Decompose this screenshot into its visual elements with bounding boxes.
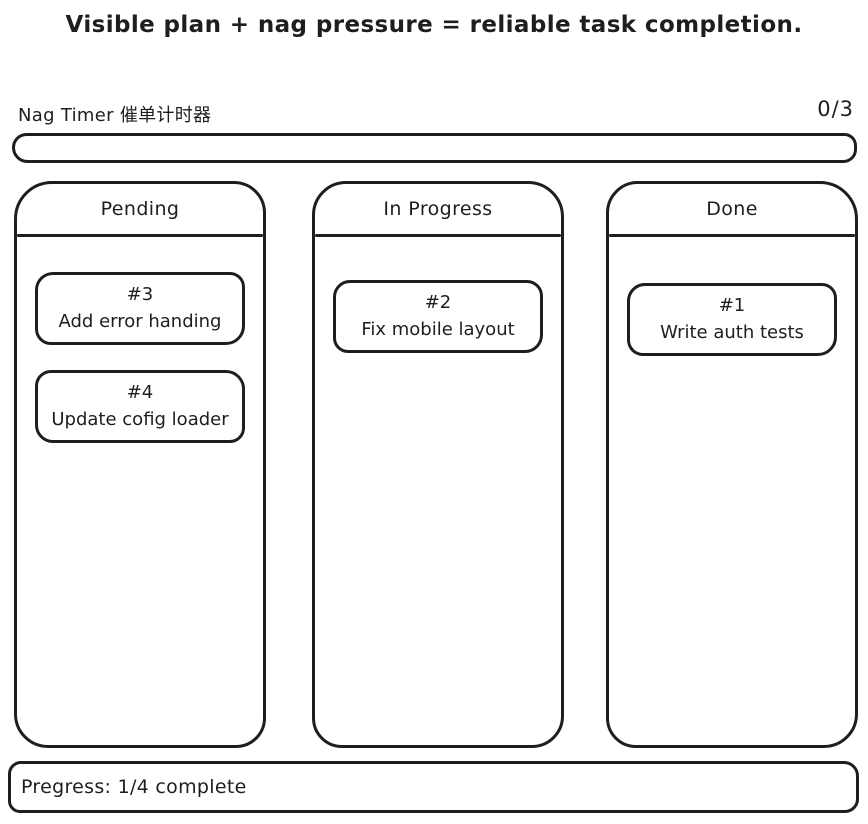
task-card-3[interactable]: #3 Add error handing: [35, 272, 245, 345]
column-body-done: #1 Write auth tests: [609, 237, 855, 356]
column-header-divider: [17, 234, 263, 237]
task-card-id: #2: [424, 292, 452, 314]
task-card-title: Update cofig loader: [51, 408, 229, 430]
progress-status-bar: Pregress: 1/4 complete: [8, 761, 859, 813]
task-card-id: #3: [126, 284, 154, 306]
task-card-id: #1: [718, 295, 746, 317]
column-body-pending: #3 Add error handing #4 Update cofig loa…: [17, 237, 263, 443]
task-card-title: Add error handing: [58, 310, 222, 332]
column-header-divider: [315, 234, 561, 237]
column-title-in-progress: In Progress: [383, 198, 493, 220]
kanban-column-pending: Pending #3 Add error handing #4 Update c…: [14, 181, 266, 748]
nag-timer-bar: [12, 133, 857, 163]
task-card-id: #4: [126, 382, 154, 404]
column-body-in-progress: #2 Fix mobile layout: [315, 237, 561, 353]
task-card-1[interactable]: #1 Write auth tests: [627, 283, 837, 356]
nag-timer-counter: 0/3: [817, 97, 854, 121]
progress-label: Pregress: 1/4 complete: [21, 776, 247, 798]
column-header-divider: [609, 234, 855, 237]
task-card-title: Write auth tests: [660, 321, 804, 343]
kanban-column-done: Done #1 Write auth tests: [606, 181, 858, 748]
kanban-column-in-progress: In Progress #2 Fix mobile layout: [312, 181, 564, 748]
page-title: Visible plan + nag pressure = reliable t…: [65, 12, 803, 38]
task-card-2[interactable]: #2 Fix mobile layout: [333, 280, 543, 353]
task-card-4[interactable]: #4 Update cofig loader: [35, 370, 245, 443]
column-title-done: Done: [706, 198, 758, 220]
column-title-pending: Pending: [100, 198, 180, 220]
nag-timer-label: Nag Timer 催单计时器: [18, 105, 212, 126]
task-card-title: Fix mobile layout: [361, 318, 515, 340]
